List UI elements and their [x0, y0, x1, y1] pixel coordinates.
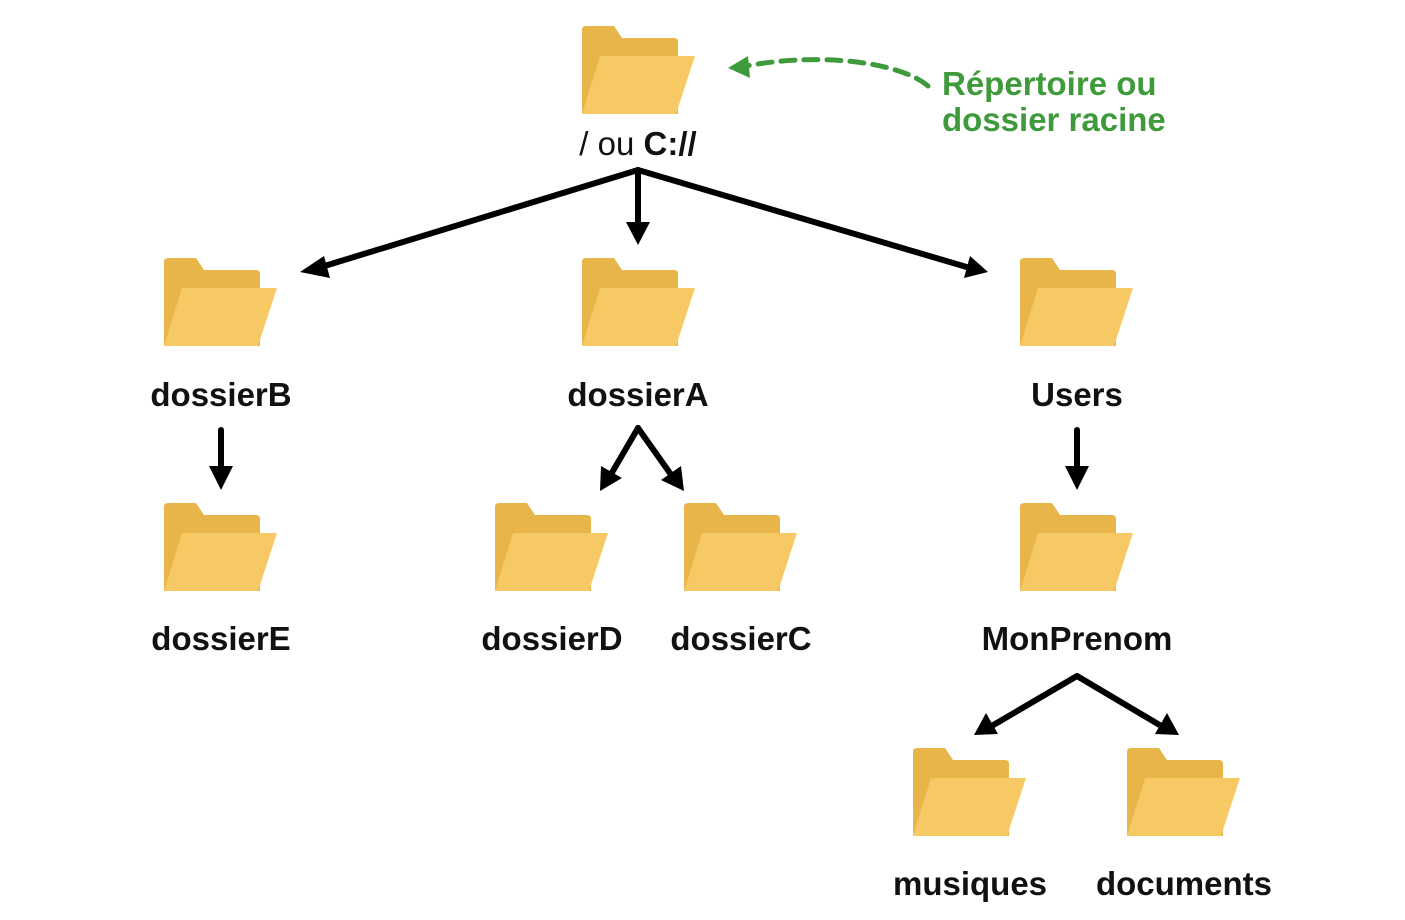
arrowhead-dossierA-dossierD [600, 466, 622, 491]
edge-monprenom-musiques [987, 673, 1080, 730]
edge-dossierA-dossierD [607, 425, 641, 479]
arrowhead-dossierA-dossierC [661, 466, 684, 491]
label-dossierD: dossierD [481, 620, 623, 657]
label-dossierE: dossierE [151, 620, 291, 657]
documents-folder-icon [1127, 748, 1240, 836]
edge-root-dossierB [315, 167, 641, 271]
edges-monprenom [974, 673, 1179, 735]
arrowhead-root-dossierA [626, 222, 650, 245]
edge-users-monprenom [1065, 427, 1089, 490]
label-documents: documents [1095, 865, 1273, 902]
label-dossierA: dossierA [567, 376, 709, 413]
edge-root-users [635, 167, 973, 271]
users-folder-icon [1020, 258, 1133, 346]
root-label-strong: C:// [643, 125, 697, 162]
label-dossierB: dossierB [150, 376, 292, 413]
edge-dossierA-dossierC [635, 425, 675, 479]
arrowhead-monprenom-documents [1155, 713, 1179, 735]
annotation-arrow [728, 56, 931, 89]
edges-dossierA [600, 425, 684, 491]
dossierD-folder-icon [495, 503, 608, 591]
arrowhead-root-users [964, 256, 988, 278]
edge-dossierB-dossierE [209, 427, 233, 490]
dossierE-folder-icon [164, 503, 277, 591]
annotation-line-2: dossier racine [942, 101, 1166, 138]
label-dossierC: dossierC [670, 620, 812, 657]
root-folder-icon [582, 26, 695, 114]
monprenom-folder-icon [1020, 503, 1133, 591]
dossierB-folder-icon [164, 258, 277, 346]
root-label-prefix: / ou [579, 125, 644, 162]
edges-root [300, 167, 988, 278]
arrowhead-root-dossierB [300, 256, 330, 278]
dossierA-folder-icon [582, 258, 695, 346]
annotation-line-1: Répertoire ou [942, 65, 1157, 102]
dossierC-folder-icon [684, 503, 797, 591]
root-annotation: Répertoire ou dossier racine [942, 66, 1166, 138]
label-monprenom: MonPrenom [981, 620, 1173, 657]
arrowhead-monprenom-musiques [974, 713, 998, 735]
label-users: Users [1031, 376, 1123, 413]
label-musiques: musiques [892, 865, 1048, 902]
root-label: / ou C:// [579, 127, 696, 160]
musiques-folder-icon [913, 748, 1026, 836]
edge-monprenom-documents [1074, 673, 1166, 730]
